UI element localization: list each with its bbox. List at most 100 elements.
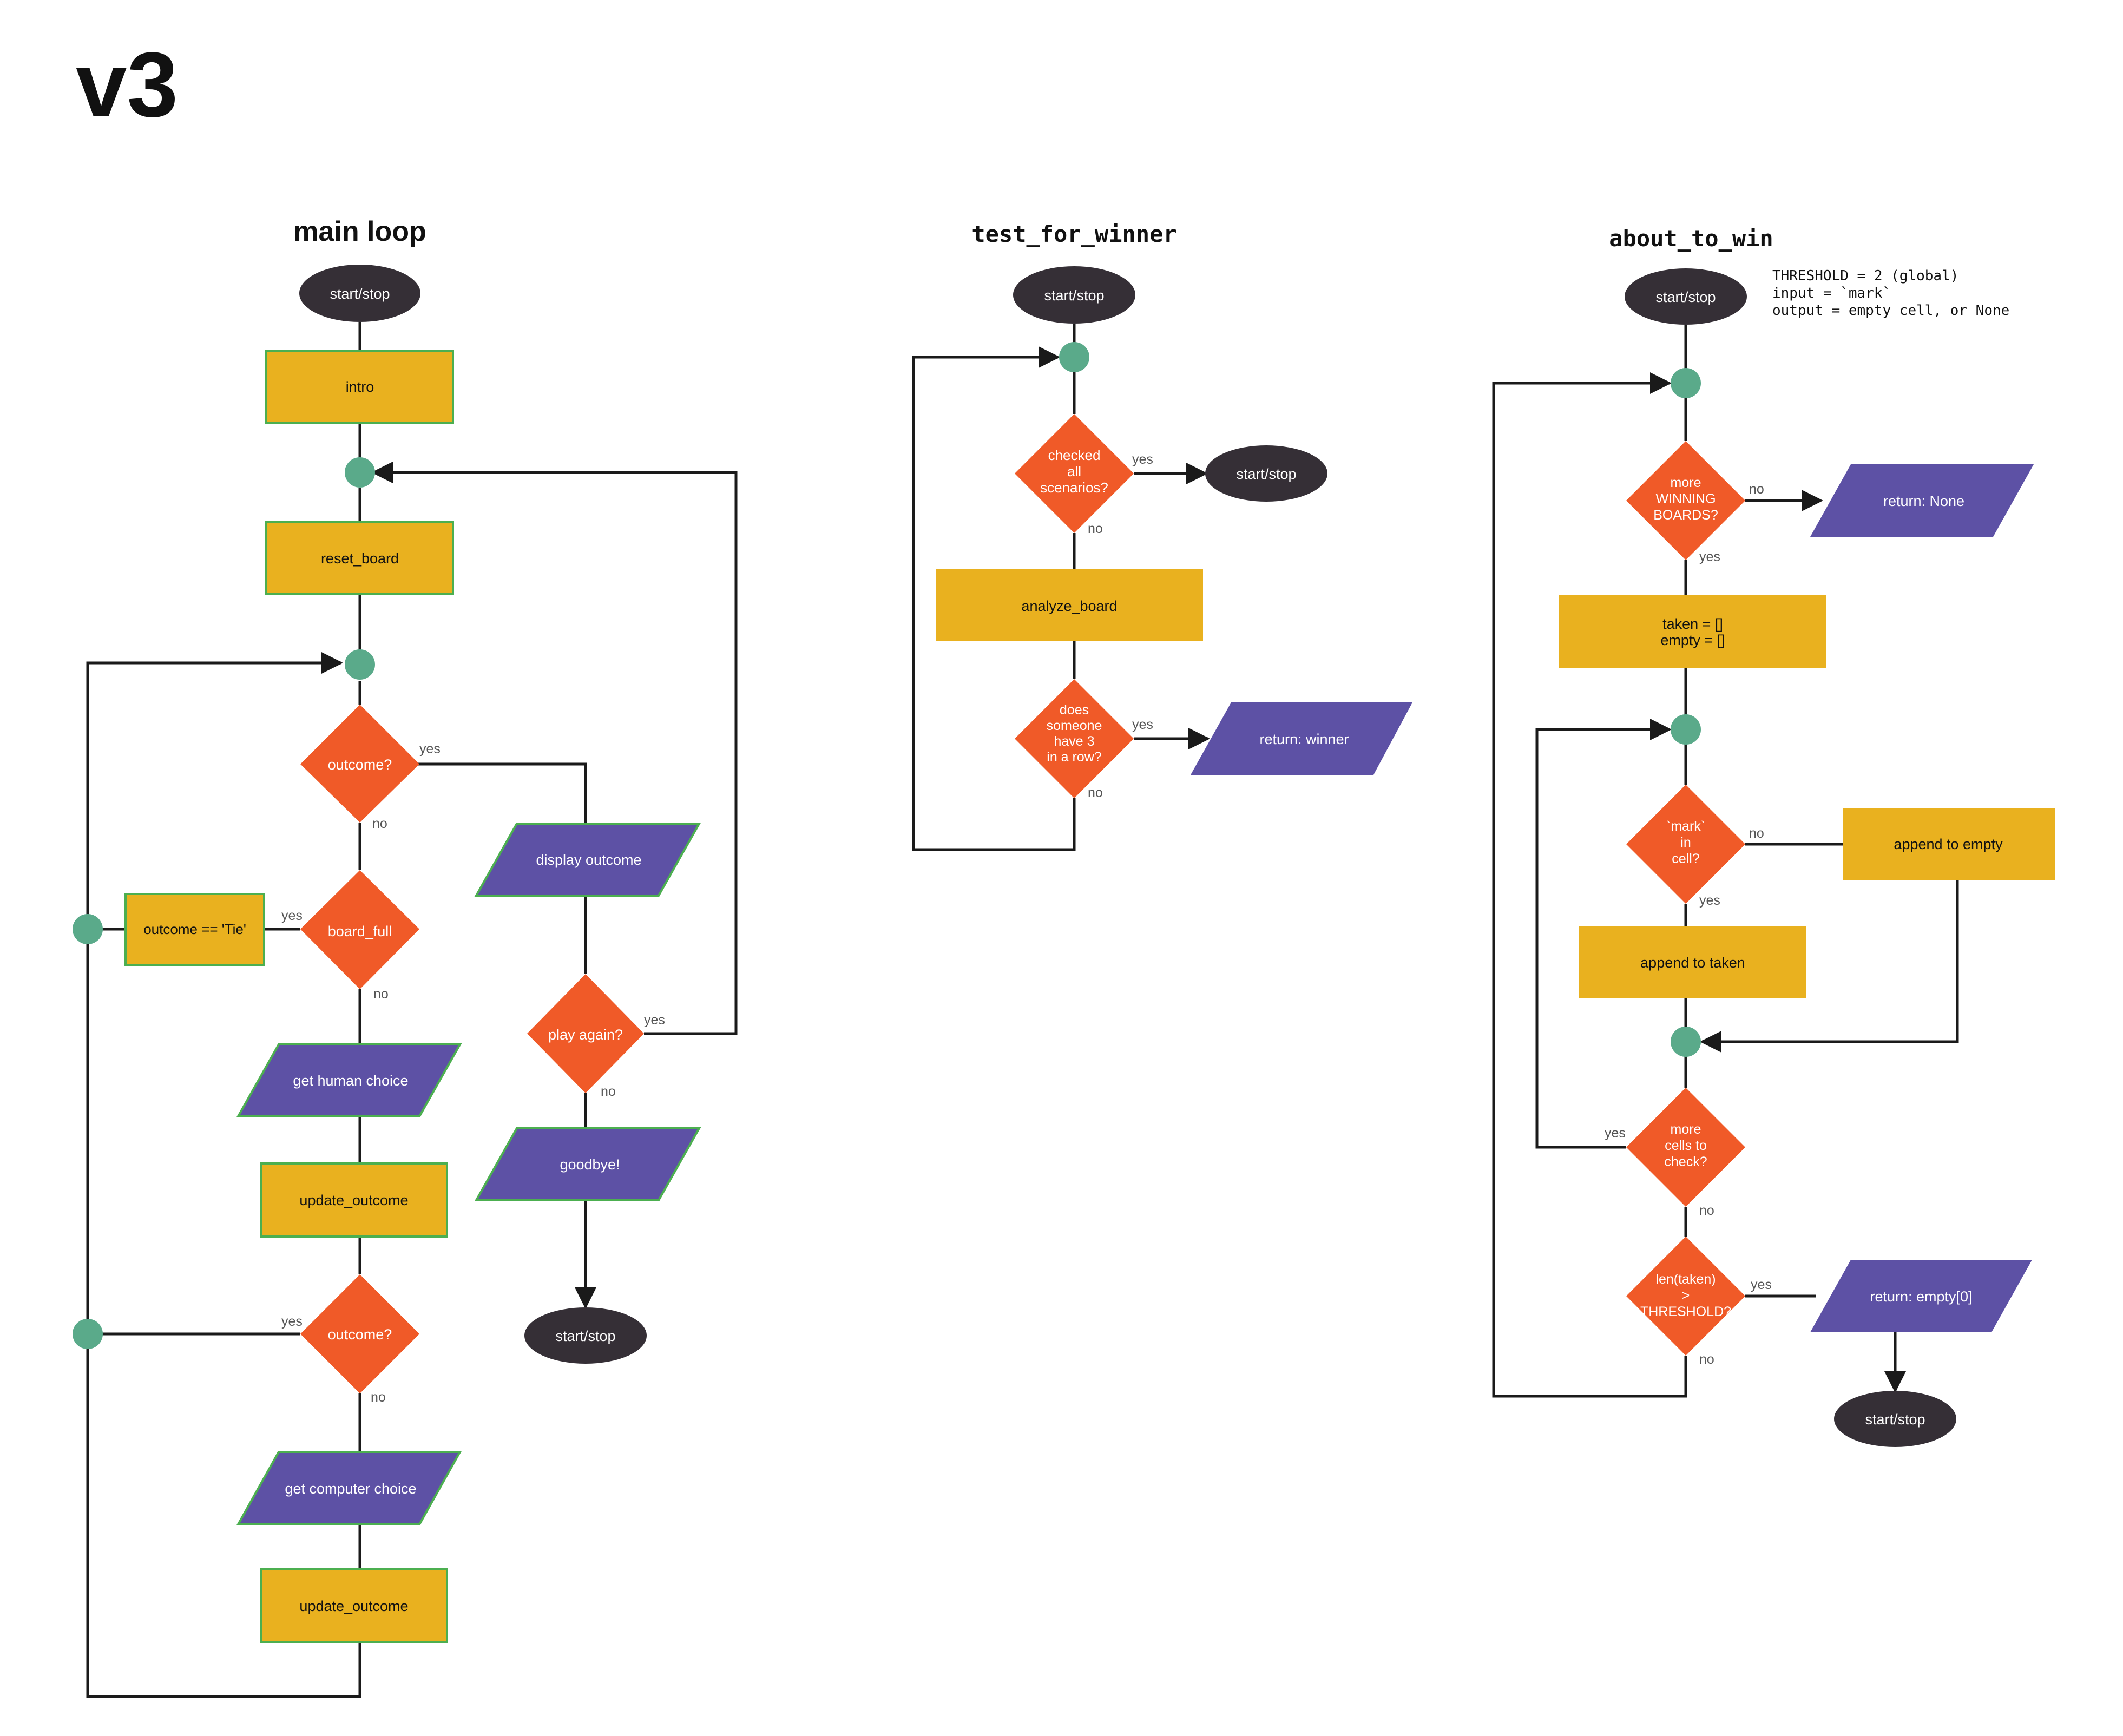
atw-end-label: start/stop [1865,1411,1925,1428]
update-outcome-label: update_outcome [299,1192,408,1208]
connector-node [1671,368,1701,398]
board-full-decision [300,870,419,989]
three-in-row-line3: have 3 [1054,734,1094,749]
note-line3: output = empty cell, or None [1772,303,2009,319]
mark-in-cell-decision [1626,785,1745,904]
update-outcome-process [260,1162,448,1238]
append-empty-label: append to empty [1894,836,2003,852]
reset-board-process [265,521,454,595]
len-taken-decision [1626,1237,1745,1356]
about-to-win-diagram: about_to_win THRESHOLD = 2 (global) inpu… [1492,225,2055,1447]
no-label: no [371,1390,386,1405]
yes-label: yes [419,741,441,757]
goodbye-io [474,1127,701,1201]
board-full-label: board_full [328,923,392,939]
about-to-win-title: about_to_win [1609,225,1773,252]
analyze-board-process [936,569,1203,641]
mark-in-cell-line2: in [1680,835,1691,850]
test-for-winner-diagram: test_for_winner start/stop checked all s… [912,221,1412,851]
append-empty-process [1843,808,2055,880]
mark-in-cell-line3: cell? [1672,851,1699,866]
no-label: no [1749,482,1764,497]
edge-arrow [86,652,361,1698]
note-line1: THRESHOLD = 2 (global) [1772,268,1958,284]
more-cells-line1: more [1671,1122,1701,1137]
get-computer-choice-io [236,1451,462,1525]
empty-init-label: empty = [] [1660,632,1725,648]
yes-label: yes [281,908,303,923]
reset-board-label: reset_board [321,550,399,567]
main-end-terminal [524,1307,647,1364]
more-cells-line2: cells to [1665,1138,1707,1153]
yes-label: yes [1132,717,1153,732]
no-label: no [373,987,389,1002]
connector-node [345,457,375,488]
connector-node [1671,1027,1701,1057]
edge [417,762,587,824]
checked-all-label-line1: checked [1048,447,1101,463]
update-outcome-process [260,1568,448,1643]
more-cells-decision [1626,1088,1745,1207]
get-computer-choice-label: get computer choice [285,1481,416,1497]
taken-empty-process [1559,595,1826,668]
return-winner-label: return: winner [1259,731,1349,747]
atw-start-label: start/stop [1655,289,1716,305]
yes-label: yes [1699,549,1720,564]
more-winning-line1: more [1671,475,1701,490]
yes-label: yes [281,1314,303,1329]
no-label: no [1088,521,1103,536]
get-human-choice-label: get human choice [293,1073,408,1089]
len-taken-line2: > [1682,1288,1690,1303]
edge-arrow [912,346,1076,851]
connector-node [345,649,375,680]
goodbye-label: goodbye! [560,1156,620,1173]
atw-start-terminal [1625,268,1747,325]
mark-in-cell-line1: `mark` [1666,819,1705,834]
no-label: no [601,1084,616,1099]
twinner-start-terminal [1013,266,1135,324]
main-start-terminal [299,265,420,322]
main-loop-diagram: main loop start/stop intro r [73,216,738,1698]
analyze-board-label: analyze_board [1021,598,1117,614]
outcome-decision-label: outcome? [328,1326,392,1343]
append-taken-process [1579,926,1806,998]
tie-label: outcome == 'Tie' [143,921,246,937]
edge-arrow [1700,874,1959,1053]
three-in-row-line2: someone [1047,718,1102,733]
play-again-decision [527,974,644,1093]
three-in-row-line1: does [1060,702,1089,718]
append-taken-label: append to taken [1640,955,1745,971]
twinner-start-label: start/stop [1044,287,1104,304]
yes-label: yes [1751,1277,1772,1292]
get-human-choice-io [236,1043,462,1117]
return-winner-io [1191,702,1412,775]
more-winning-line3: BOARDS? [1653,508,1718,523]
connector-node [1059,342,1089,372]
no-label: no [372,816,387,831]
edge-arrow [1492,372,1687,1398]
len-taken-line1: len(taken) [1655,1272,1716,1287]
yes-label: yes [644,1012,665,1028]
connector-node [73,914,103,944]
twinner-end-terminal [1205,445,1327,502]
main-loop-title: main loop [293,216,426,247]
no-label: no [1749,826,1764,841]
display-outcome-label: display outcome [536,852,641,868]
no-label: no [1699,1352,1714,1367]
more-winning-decision [1626,441,1745,560]
yes-label: yes [1699,893,1720,908]
edge-arrow [371,462,738,1035]
return-empty-label: return: empty[0] [1870,1288,1972,1305]
return-empty-io [1810,1260,2032,1332]
checked-all-decision [1015,414,1134,533]
return-none-io [1810,464,2034,537]
intro-label: intro [346,379,374,395]
connector-node [73,1319,103,1349]
display-outcome-io [474,823,701,897]
outcome-decision [300,1274,419,1393]
atw-end-terminal [1834,1391,1956,1447]
more-cells-line3: check? [1664,1154,1707,1169]
tie-process [124,893,265,966]
taken-init-label: taken = [] [1662,616,1723,632]
